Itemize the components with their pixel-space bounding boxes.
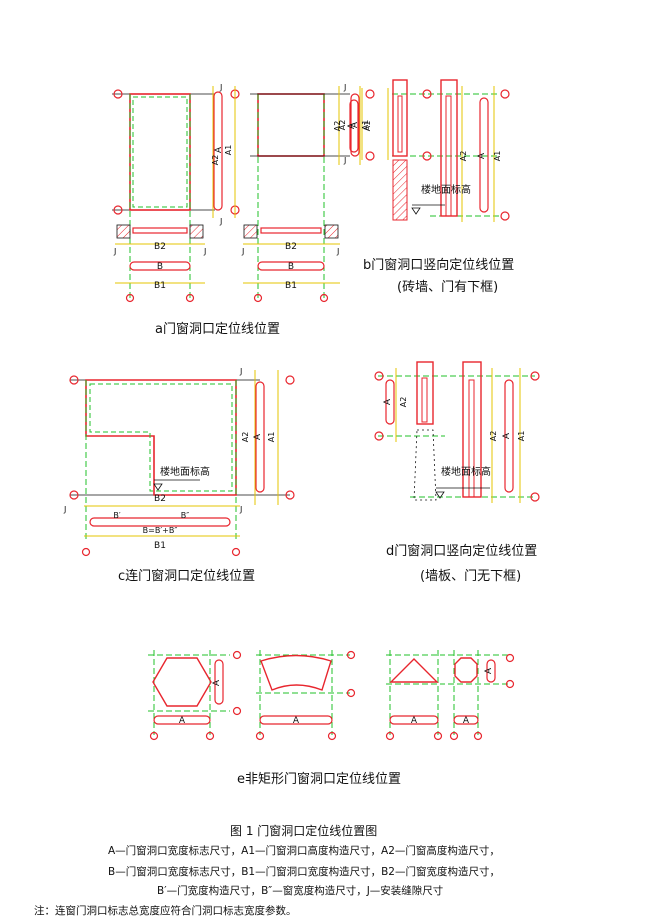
label-a1: A1 [267, 432, 276, 443]
label-a2: A2 [333, 121, 342, 132]
caption-a: a门窗洞口定位线位置 [155, 322, 280, 337]
label-a: A [214, 146, 224, 153]
label-a2: A2 [459, 151, 468, 162]
label-a: A [293, 716, 300, 726]
label-a2: A2 [399, 397, 408, 408]
legend-line-3: B′—门宽度构造尺寸，B″—窗宽度构造尺寸，J—安装缝隙尺寸 [157, 885, 444, 897]
caption-d-line1: d门窗洞口竖向定位线位置 [386, 544, 538, 559]
label-b2: B2 [154, 494, 166, 504]
label-b: B [157, 262, 163, 272]
label-b1: B1 [154, 541, 166, 551]
label-a: A [212, 679, 222, 686]
panel-b-vertical [349, 79, 510, 222]
label-j: J [343, 156, 346, 165]
label-b1: B1 [285, 281, 297, 291]
panel-c-combined [69, 370, 295, 557]
label-a: A [350, 121, 360, 128]
label-a: A [411, 716, 418, 726]
floor-level-label: 楼地面标高 [441, 465, 491, 478]
label-j: J [343, 83, 346, 92]
label-a2: A2 [489, 431, 498, 442]
label-a2: A2 [241, 432, 250, 443]
label-j: J [113, 247, 116, 256]
label-a: A [484, 667, 494, 674]
label-b2: B2 [285, 242, 297, 252]
label-b: B [288, 262, 294, 272]
label-j: J [219, 83, 222, 92]
label-a2: A2 [338, 120, 347, 131]
label-a2: A2 [211, 155, 220, 166]
label-j: J [203, 247, 206, 256]
panel-d-vertical [374, 361, 540, 503]
label-a1: A1 [517, 431, 526, 442]
label-b2: B2 [154, 242, 166, 252]
label-b-double-prime: B″ [181, 511, 189, 520]
figure-note: 注：连窗门洞口标志总宽度应符合门洞口标志宽度参数。 [34, 905, 297, 917]
label-b-sum: B=B′+B″ [143, 526, 178, 535]
legend-line-2: B—门窗洞口宽度标志尺寸，B1—门窗洞口宽度构造尺寸，B2—门窗宽度构造尺寸， [108, 866, 500, 878]
caption-b-line2: (砖墙、门有下框) [397, 280, 499, 295]
label-j: J [239, 505, 242, 514]
label-a: A [383, 398, 393, 405]
caption-b-line1: b门窗洞口竖向定位线位置 [363, 258, 515, 273]
label-j: J [239, 367, 242, 376]
floor-level-label: 楼地面标高 [421, 183, 471, 196]
label-a: A [463, 716, 470, 726]
label-j: J [63, 505, 66, 514]
label-a1: A1 [363, 121, 372, 132]
panel-a-door-right [243, 86, 375, 303]
label-a: A [179, 716, 186, 726]
caption-c: c连门窗洞口定位线位置 [118, 569, 256, 584]
label-a: A [253, 433, 263, 440]
label-a: A [347, 122, 357, 129]
caption-e: e非矩形门窗洞口定位线位置 [237, 772, 401, 787]
panel-a-door-left [112, 86, 240, 303]
legend-line-1: A—门窗洞口宽度标志尺寸，A1—门窗洞口高度构造尺寸，A2—门窗高度构造尺寸， [108, 845, 500, 857]
label-a1: A1 [361, 120, 370, 131]
figure-title: 图 1 门窗洞口定位线位置图 [230, 824, 378, 838]
label-b1: B1 [154, 281, 166, 291]
label-j: J [241, 247, 244, 256]
label-a: A [502, 432, 512, 439]
caption-d-line2: (墙板、门无下框) [420, 569, 522, 584]
label-j: J [336, 247, 339, 256]
label-a1: A1 [224, 145, 233, 156]
panel-e-nonrect [148, 650, 515, 741]
label-j: J [219, 217, 222, 226]
label-a1: A1 [493, 151, 502, 162]
floor-level-label: 楼地面标高 [160, 465, 210, 478]
label-a: A [477, 152, 487, 159]
label-b-prime: B′ [113, 511, 120, 520]
